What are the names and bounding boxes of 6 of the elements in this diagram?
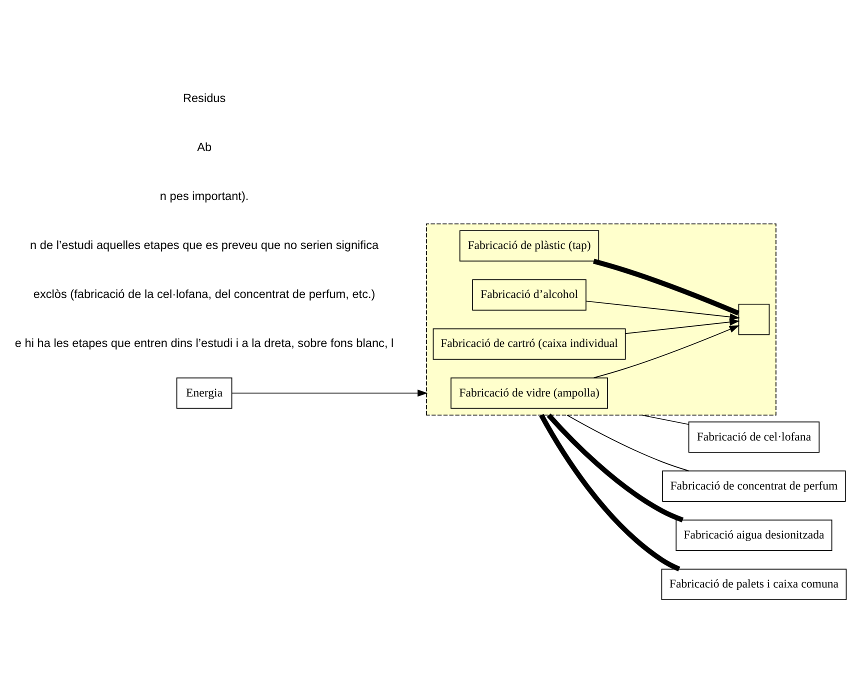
label: Ab bbox=[197, 140, 212, 154]
label: exclòs (fabricació de la cel·lofana, del concentrat de perfum, etc.) bbox=[33, 287, 376, 302]
label: Residus bbox=[182, 90, 226, 105]
label: n pes important). bbox=[160, 188, 249, 203]
label: n de l’estudi aquelles etapes que es preveu que no serien significa bbox=[30, 238, 379, 252]
label: e hi ha les etapes que entren dins l’estudi i a la dreta, sobre fons blanc, l bbox=[14, 336, 394, 350]
